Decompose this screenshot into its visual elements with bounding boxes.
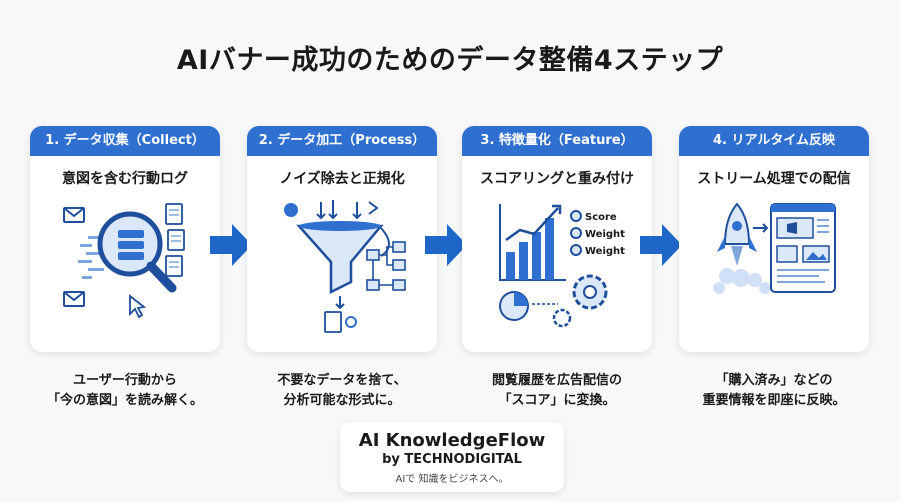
funnel-icon (247, 196, 437, 346)
caption-line: 閲覧履歴を広告配信の (491, 373, 622, 388)
step-caption-process: 不要なデータを捨て、 分析可能な形式に。 (242, 371, 442, 411)
caption-line: 「購入済み」などの (715, 373, 833, 388)
step-card-collect: 1. データ収集（Collect） 意図を含む行動ログ (30, 126, 220, 352)
step-header: 2. データ加工（Process） (247, 126, 437, 156)
weight-label: Weight (585, 246, 625, 257)
caption-line: 「今の意図」を読み解く。 (46, 393, 203, 408)
caption-line: 「スコア」に変換。 (498, 393, 616, 408)
caption-line: ユーザー行動から (73, 373, 177, 388)
chart-gear-icon: Score Weight Weight (462, 196, 652, 346)
magnifier-data-icon (30, 196, 220, 346)
envelope-icon (63, 207, 85, 307)
caption-line: 不要なデータを捨て、 (277, 373, 407, 388)
brand-name: AI KnowledgeFlow (358, 430, 546, 451)
step-subtitle: 意図を含む行動ログ (62, 171, 188, 187)
brand-tagline: AIで 知識をビジネスへ。 (395, 474, 509, 485)
brand-company: by TECHNODIGITAL (382, 452, 522, 467)
step-card-activate: 4. リアルタイム反映（Activate） ストリーム処理での配信 (679, 126, 869, 352)
step-header: 4. リアルタイム反映（Activate） (679, 126, 869, 178)
page-title: AIバナー成功のためのデータ整備4ステップ (176, 45, 724, 76)
arrow-right-icon (425, 224, 467, 266)
rocket-icon (679, 196, 869, 346)
step-caption-activate: 「購入済み」などの 重要情報を即座に反映。 (674, 371, 874, 411)
step-subtitle: ノイズ除去と正規化 (279, 171, 405, 187)
brand-card: AI KnowledgeFlow by TECHNODIGITAL AIで 知識… (340, 422, 564, 492)
step-caption-feature: 閲覧履歴を広告配信の 「スコア」に変換。 (457, 371, 657, 411)
weight-label: Weight (585, 229, 625, 240)
arrow-right-icon (640, 224, 682, 266)
step-subtitle: ストリーム処理での配信 (697, 171, 851, 187)
step-header: 1. データ収集（Collect） (30, 126, 220, 156)
step-subtitle: スコアリングと重み付け (480, 171, 634, 187)
arrow-right-icon (210, 224, 252, 266)
caption-line: 重要情報を即座に反映。 (702, 393, 846, 408)
caption-line: 分析可能な形式に。 (283, 393, 401, 408)
step-header: 3. 特徴量化（Feature） (462, 126, 652, 156)
step-caption-collect: ユーザー行動から 「今の意図」を読み解く。 (25, 371, 225, 411)
step-card-process: 2. データ加工（Process） ノイズ除去と正規化 (247, 126, 437, 352)
score-label: Score (585, 212, 617, 223)
step-card-feature: 3. 特徴量化（Feature） スコアリングと重み付け Score Weigh… (462, 126, 652, 352)
